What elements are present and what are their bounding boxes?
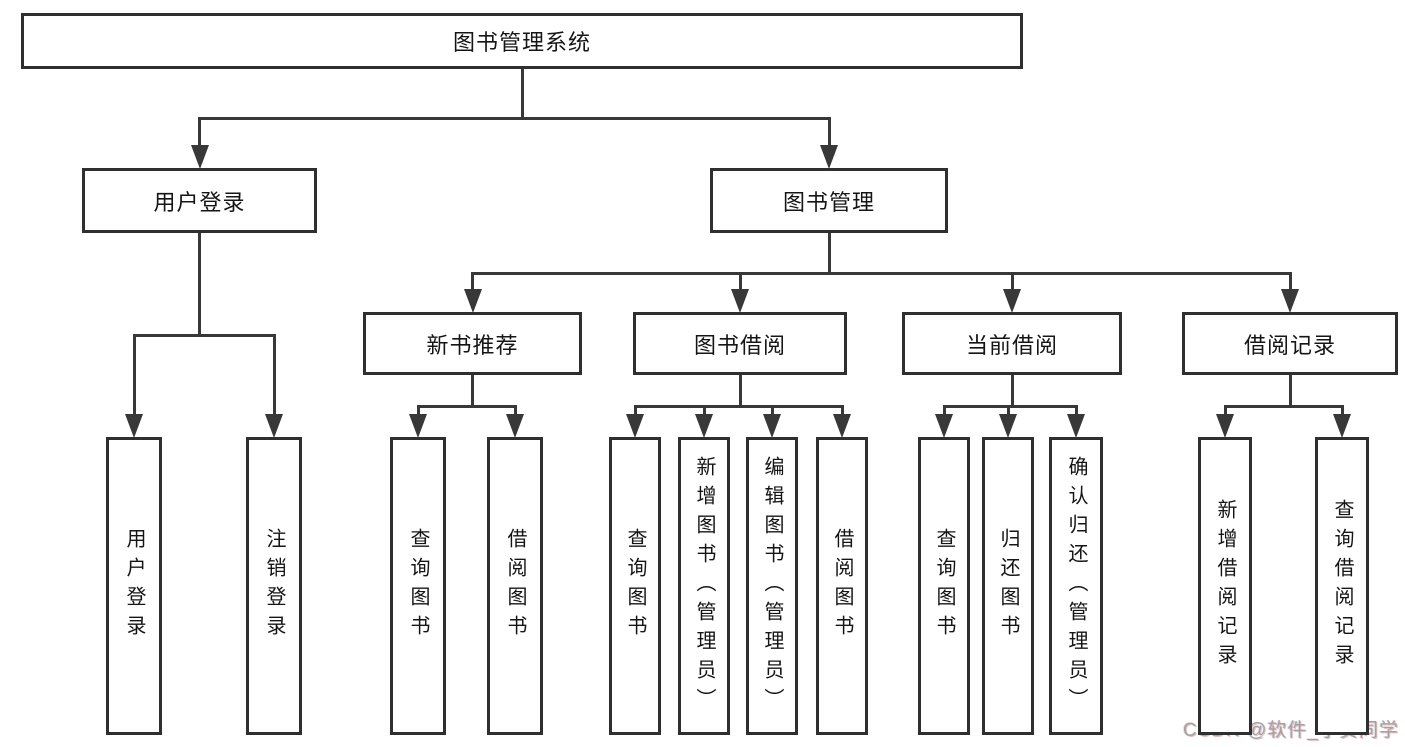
node-book-borrowing: 图书借阅 bbox=[633, 312, 847, 375]
node-bb-borrow-books-label: 借阅图书 bbox=[831, 528, 853, 644]
connector-line bbox=[1010, 375, 1014, 406]
connector-line bbox=[198, 116, 831, 120]
node-root-label: 图书管理系统 bbox=[452, 30, 591, 55]
arrow-down-icon bbox=[1216, 414, 1234, 438]
node-op-logout-label: 注销登录 bbox=[263, 528, 285, 644]
node-bb-add-books-label: 新增图书（管理员） bbox=[693, 455, 715, 717]
connector-line bbox=[738, 375, 742, 406]
node-bb-query-books: 查询图书 bbox=[609, 437, 661, 735]
node-op-user-login: 用户登录 bbox=[106, 437, 162, 735]
node-nbr-borrow-books-label: 借阅图书 bbox=[504, 528, 526, 644]
node-cb-confirm-return-label: 确认归还（管理员） bbox=[1065, 455, 1087, 717]
connector-line bbox=[633, 404, 844, 408]
node-op-logout: 注销登录 bbox=[246, 437, 302, 735]
arrow-down-icon bbox=[1333, 414, 1351, 438]
connector-line bbox=[198, 118, 201, 164]
connector-line bbox=[132, 333, 276, 337]
node-nbr-query-books: 查询图书 bbox=[390, 437, 446, 735]
node-nbr-query-books-label: 查询图书 bbox=[407, 528, 429, 644]
node-cb-return-books-label: 归还图书 bbox=[997, 528, 1019, 644]
node-br-add-record: 新增借阅记录 bbox=[1198, 437, 1252, 735]
arrow-down-icon bbox=[833, 414, 851, 438]
arrow-down-icon bbox=[935, 414, 953, 438]
node-cb-query-books-label: 查询图书 bbox=[933, 528, 955, 644]
arrow-down-icon bbox=[731, 289, 749, 313]
node-bb-add-books: 新增图书（管理员） bbox=[678, 437, 730, 735]
arrow-down-icon bbox=[695, 414, 713, 438]
connector-line bbox=[471, 271, 1292, 275]
arrow-down-icon bbox=[820, 145, 838, 169]
node-current-borrowing: 当前借阅 bbox=[902, 312, 1122, 375]
node-nbr-borrow-books: 借阅图书 bbox=[487, 437, 543, 735]
node-user-login-label: 用户登录 bbox=[153, 189, 246, 215]
connector-line bbox=[416, 404, 517, 408]
arrow-down-icon bbox=[463, 289, 482, 313]
node-new-book-recommend-label: 新书推荐 bbox=[426, 332, 519, 358]
node-br-query-record-label: 查询借阅记录 bbox=[1331, 499, 1353, 673]
node-book-management: 图书管理 bbox=[710, 168, 948, 233]
node-borrowing-records: 借阅记录 bbox=[1182, 312, 1398, 375]
node-root: 图书管理系统 bbox=[21, 13, 1023, 69]
node-bb-edit-books-label: 编辑图书（管理员） bbox=[761, 455, 783, 717]
node-cb-return-books: 归还图书 bbox=[982, 437, 1034, 735]
connector-line bbox=[198, 233, 201, 335]
arrow-down-icon bbox=[763, 414, 781, 438]
node-current-borrowing-label: 当前借阅 bbox=[965, 332, 1058, 358]
connector-line bbox=[827, 118, 831, 164]
node-new-book-recommend: 新书推荐 bbox=[363, 312, 582, 375]
node-cb-confirm-return: 确认归还（管理员） bbox=[1049, 437, 1103, 735]
node-book-borrowing-label: 图书借阅 bbox=[693, 332, 786, 358]
arrow-down-icon bbox=[506, 414, 524, 438]
arrow-down-icon bbox=[265, 414, 283, 438]
arrow-down-icon bbox=[999, 414, 1017, 438]
node-borrowing-records-label: 借阅记录 bbox=[1243, 332, 1336, 358]
arrow-down-icon bbox=[1281, 289, 1299, 313]
node-bb-edit-books: 编辑图书（管理员） bbox=[746, 437, 798, 735]
arrow-down-icon bbox=[626, 414, 644, 438]
node-bb-query-books-label: 查询图书 bbox=[624, 528, 646, 644]
node-book-management-label: 图书管理 bbox=[782, 189, 875, 215]
arrow-down-icon bbox=[409, 414, 427, 438]
connector-line bbox=[471, 375, 474, 406]
arrow-down-icon bbox=[1067, 414, 1085, 438]
node-cb-query-books: 查询图书 bbox=[918, 437, 970, 735]
connector-line bbox=[942, 404, 1078, 408]
connector-line bbox=[132, 335, 136, 433]
arrow-down-icon bbox=[125, 414, 143, 438]
node-user-login: 用户登录 bbox=[82, 168, 317, 233]
connector-line bbox=[827, 233, 831, 273]
arrow-down-icon bbox=[1003, 289, 1021, 313]
node-bb-borrow-books: 借阅图书 bbox=[816, 437, 868, 735]
node-br-query-record: 查询借阅记录 bbox=[1315, 437, 1369, 735]
node-br-add-record-label: 新增借阅记录 bbox=[1214, 499, 1236, 673]
node-op-user-login-label: 用户登录 bbox=[123, 528, 145, 644]
connector-line bbox=[1288, 375, 1292, 406]
arrow-down-icon bbox=[190, 145, 209, 169]
connector-line bbox=[1223, 404, 1344, 408]
connector-line bbox=[272, 335, 276, 433]
connector-line bbox=[520, 69, 524, 118]
